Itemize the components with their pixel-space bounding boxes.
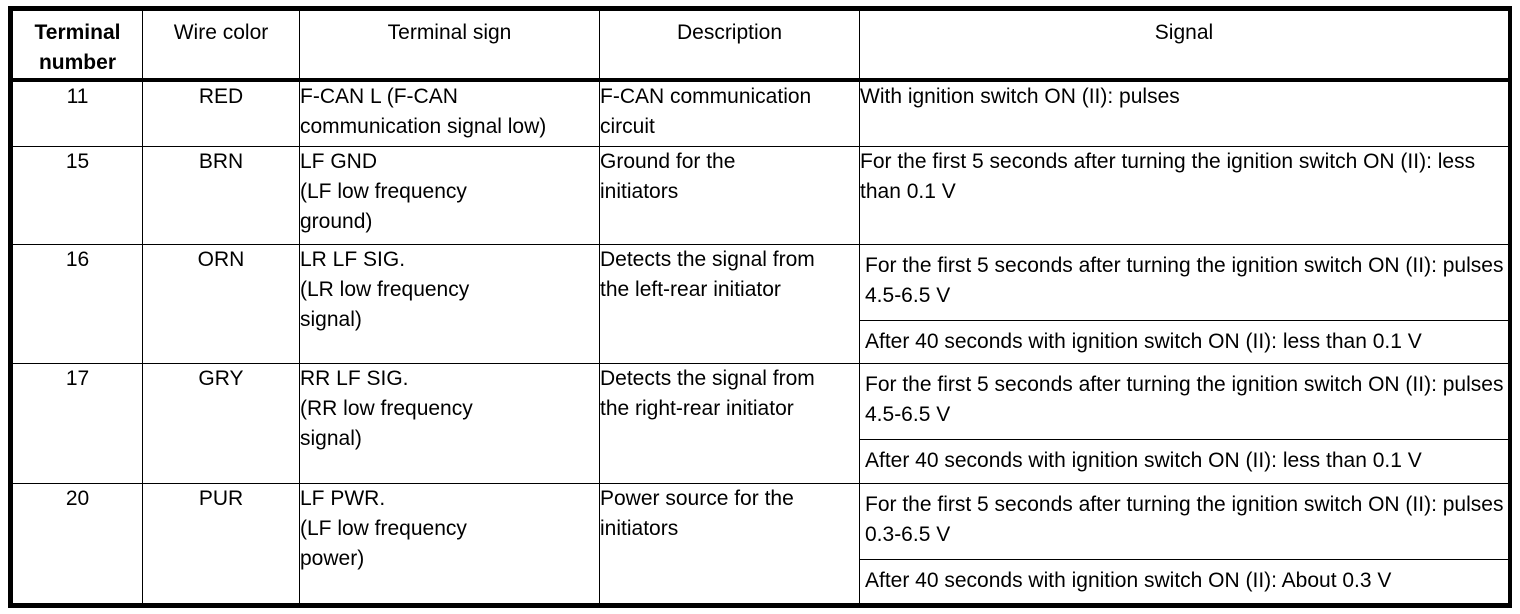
column-header-description: Description <box>599 10 860 83</box>
cell-description: Detects the signal from the left-rear in… <box>599 243 860 365</box>
cell-wire-color: RED <box>142 79 300 148</box>
cell-terminal-number: 11 <box>12 79 143 148</box>
signal-condition-row: After 40 seconds with ignition switch ON… <box>860 440 1508 483</box>
terminal-sign-line: power) <box>300 547 365 571</box>
cell-signal-group: For the first 5 seconds after turning th… <box>859 483 1509 604</box>
terminal-sign-line: LF PWR. <box>300 487 386 511</box>
signal-conditions-table: For the first 5 seconds after turning th… <box>860 484 1508 603</box>
description-line: Detects the signal from <box>600 247 815 271</box>
terminal-spec-table-container: Terminal number Wire color Terminal sign… <box>8 6 1512 608</box>
terminal-sign-line: (LR low frequency <box>300 277 470 301</box>
description-line: F-CAN communication <box>600 85 812 109</box>
description-line: Detects the signal from <box>600 367 815 391</box>
cell-terminal-sign: LF PWR. (LF low frequency power) <box>299 483 600 604</box>
terminal-spec-table: Terminal number Wire color Terminal sign… <box>12 10 1509 604</box>
description-line: circuit <box>600 115 655 139</box>
cell-description: Detects the signal from the right-rear i… <box>599 363 860 485</box>
cell-signal: After 40 seconds with ignition switch ON… <box>865 329 1422 353</box>
table-row: 20 PUR LF PWR. (LF low frequency power) … <box>12 483 1509 604</box>
terminal-sign-line: ground) <box>300 210 373 234</box>
cell-signal: For the first 5 seconds after turning th… <box>860 484 1508 561</box>
terminal-sign-line: signal) <box>300 427 362 451</box>
cell-terminal-number: 17 <box>12 363 143 485</box>
cell-terminal-sign: LF GND (LF low frequency ground) <box>299 146 600 245</box>
table-row: 16 ORN LR LF SIG. (LR low frequency sign… <box>12 243 1509 365</box>
terminal-sign-line: F-CAN L (F-CAN <box>300 85 458 109</box>
terminal-sign-line: LF GND <box>300 150 378 174</box>
cell-terminal-sign: F-CAN L (F-CAN communication signal low) <box>299 79 600 148</box>
cell-signal-group: For the first 5 seconds after turning th… <box>859 243 1509 365</box>
description-line: initiators <box>600 517 679 541</box>
cell-terminal-number: 20 <box>12 483 143 604</box>
terminal-sign-line: signal) <box>300 307 362 331</box>
cell-description: F-CAN communication circuit <box>599 79 860 148</box>
signal-condition-row: After 40 seconds with ignition switch ON… <box>860 560 1508 603</box>
column-header-terminal-number-line2: number <box>38 51 116 75</box>
table-header-row: Terminal number Wire color Terminal sign… <box>12 10 1509 83</box>
signal-conditions-table: For the first 5 seconds after turning th… <box>860 364 1508 483</box>
cell-signal: For the first 5 seconds after turning th… <box>860 244 1508 321</box>
cell-wire-color: ORN <box>142 243 300 365</box>
signal-conditions-table: For the first 5 seconds after turning th… <box>860 244 1508 364</box>
cell-signal: After 40 seconds with ignition switch ON… <box>865 569 1392 593</box>
cell-signal-group: For the first 5 seconds after turning th… <box>859 363 1509 485</box>
cell-terminal-number: 15 <box>12 146 143 245</box>
description-line: Power source for the <box>600 487 794 511</box>
cell-terminal-sign: RR LF SIG. (RR low frequency signal) <box>299 363 600 485</box>
cell-description: Ground for the initiators <box>599 146 860 245</box>
column-header-terminal-number: Terminal number <box>12 10 143 83</box>
description-line: Ground for the <box>600 150 736 174</box>
signal-condition-row: For the first 5 seconds after turning th… <box>860 244 1508 321</box>
signal-condition-row: After 40 seconds with ignition switch ON… <box>860 320 1508 363</box>
cell-description: Power source for the initiators <box>599 483 860 604</box>
cell-signal: For the first 5 seconds after turning th… <box>859 146 1509 245</box>
terminal-sign-line: (RR low frequency <box>300 397 473 421</box>
cell-wire-color: BRN <box>142 146 300 245</box>
cell-wire-color: GRY <box>142 363 300 485</box>
column-header-terminal-sign: Terminal sign <box>299 10 600 83</box>
description-line: the left-rear initiator <box>600 277 781 301</box>
signal-condition-row: For the first 5 seconds after turning th… <box>860 364 1508 441</box>
description-line: initiators <box>600 180 679 204</box>
description-line: the right-rear initiator <box>600 397 794 421</box>
cell-signal: With ignition switch ON (II): pulses <box>859 79 1509 148</box>
terminal-sign-line: RR LF SIG. <box>300 367 409 391</box>
terminal-sign-line: (LF low frequency <box>300 517 467 541</box>
table-row: 15 BRN LF GND (LF low frequency ground) … <box>12 146 1509 245</box>
terminal-sign-line: LR LF SIG. <box>300 247 406 271</box>
cell-terminal-sign: LR LF SIG. (LR low frequency signal) <box>299 243 600 365</box>
column-header-wire-color: Wire color <box>142 10 300 83</box>
terminal-sign-line: (LF low frequency <box>300 180 467 204</box>
cell-signal: For the first 5 seconds after turning th… <box>860 364 1508 441</box>
column-header-signal: Signal <box>859 10 1509 83</box>
cell-signal: After 40 seconds with ignition switch ON… <box>865 449 1422 473</box>
cell-terminal-number: 16 <box>12 243 143 365</box>
signal-condition-row: For the first 5 seconds after turning th… <box>860 484 1508 561</box>
column-header-terminal-number-line1: Terminal <box>34 21 121 44</box>
table-row: 11 RED F-CAN L (F-CAN communication sign… <box>12 79 1509 148</box>
table-row: 17 GRY RR LF SIG. (RR low frequency sign… <box>12 363 1509 485</box>
terminal-sign-line: communication signal low) <box>300 115 547 139</box>
cell-wire-color: PUR <box>142 483 300 604</box>
